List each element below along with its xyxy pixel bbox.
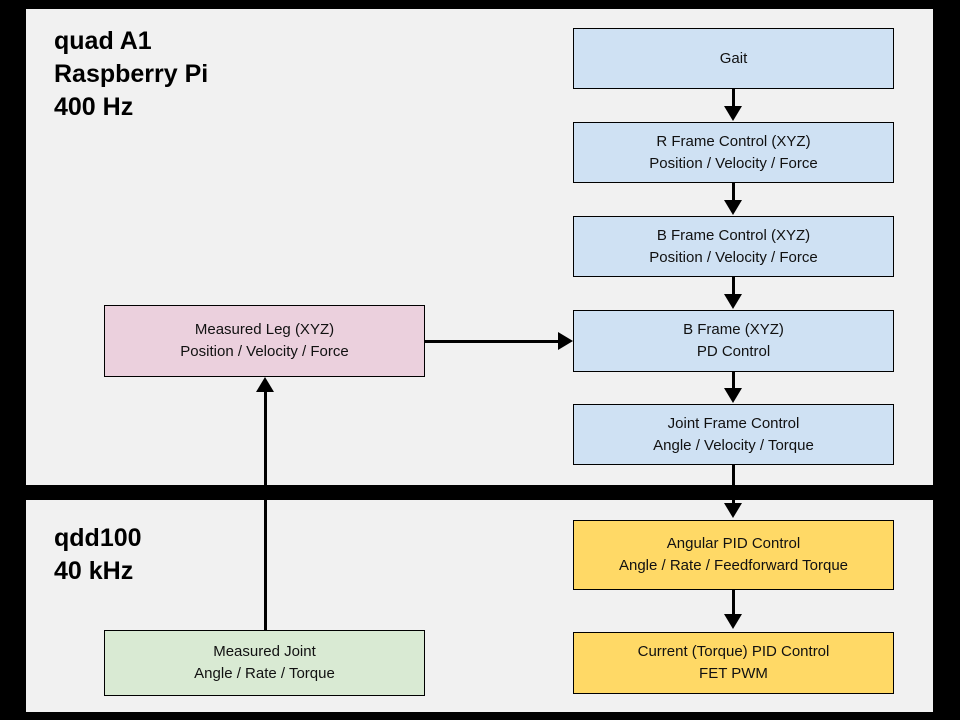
- connector-measured-leg-to-pd: [425, 340, 559, 343]
- box-r-frame-control-line2: Position / Velocity / Force: [649, 154, 818, 172]
- connector-angular-pid-to-current-pid: [732, 590, 735, 615]
- box-b-frame-control-line2: Position / Velocity / Force: [649, 248, 818, 266]
- panel-divider: [26, 485, 933, 500]
- arrowhead-gait-to-rframe: [724, 106, 742, 121]
- box-measured-leg-line1: Measured Leg (XYZ): [194, 321, 335, 338]
- arrowhead-rframe-to-bframe: [724, 200, 742, 215]
- box-current-pid-control-line2: FET PWM: [699, 665, 768, 682]
- box-joint-frame-control-line1: Joint Frame Control: [667, 414, 800, 432]
- box-angular-pid-control-line1: Angular PID Control: [666, 535, 801, 552]
- box-angular-pid-control[interactable]: Angular PID Control Angle / Rate / Feedf…: [573, 520, 894, 590]
- connector-measured-joint-to-measured-leg: [264, 391, 267, 631]
- box-measured-leg-line2: Position / Velocity / Force: [180, 343, 349, 360]
- arrowhead-measured-leg-to-pd: [558, 332, 573, 350]
- box-gait-line1: Gait: [719, 49, 748, 67]
- connector-rframe-to-bframe: [732, 183, 735, 202]
- connector-gait-to-rframe: [732, 89, 735, 108]
- box-b-frame-pd-control-line2: PD Control: [696, 343, 771, 360]
- box-r-frame-control-line1: R Frame Control (XYZ): [656, 132, 811, 150]
- box-b-frame-control[interactable]: B Frame Control (XYZ) Position / Velocit…: [573, 216, 894, 277]
- box-measured-joint-line2: Angle / Rate / Torque: [194, 665, 335, 682]
- box-joint-frame-control[interactable]: Joint Frame Control Angle / Velocity / T…: [573, 404, 894, 465]
- arrowhead-jointframe-to-angular-pid: [724, 503, 742, 518]
- arrowhead-angular-pid-to-current-pid: [724, 614, 742, 629]
- box-angular-pid-control-line2: Angle / Rate / Feedforward Torque: [618, 557, 849, 574]
- box-measured-leg[interactable]: Measured Leg (XYZ) Position / Velocity /…: [104, 305, 425, 377]
- arrowhead-bframe-to-pd: [724, 294, 742, 309]
- box-b-frame-control-line1: B Frame Control (XYZ): [656, 226, 811, 244]
- box-measured-joint-line1: Measured Joint: [213, 643, 316, 660]
- panel-title-raspberry-pi: quad A1 Raspberry Pi 400 Hz: [54, 27, 209, 121]
- connector-bframe-to-pd: [732, 277, 735, 296]
- box-b-frame-pd-control[interactable]: B Frame (XYZ) PD Control: [573, 310, 894, 372]
- connector-pd-to-jointframe: [732, 372, 735, 389]
- box-current-pid-control[interactable]: Current (Torque) PID Control FET PWM: [573, 632, 894, 694]
- box-gait[interactable]: Gait: [573, 28, 894, 89]
- box-current-pid-control-line1: Current (Torque) PID Control: [637, 643, 830, 660]
- box-joint-frame-control-line2: Angle / Velocity / Torque: [653, 436, 814, 454]
- box-b-frame-pd-control-line1: B Frame (XYZ): [683, 321, 784, 338]
- connector-jointframe-to-angular-pid: [732, 465, 735, 504]
- arrowhead-measured-joint-to-measured-leg: [256, 377, 274, 392]
- box-measured-joint[interactable]: Measured Joint Angle / Rate / Torque: [104, 630, 425, 696]
- box-r-frame-control[interactable]: R Frame Control (XYZ) Position / Velocit…: [573, 122, 894, 183]
- arrowhead-pd-to-jointframe: [724, 388, 742, 403]
- panel-title-qdd100: qdd100 40 kHz: [54, 524, 142, 585]
